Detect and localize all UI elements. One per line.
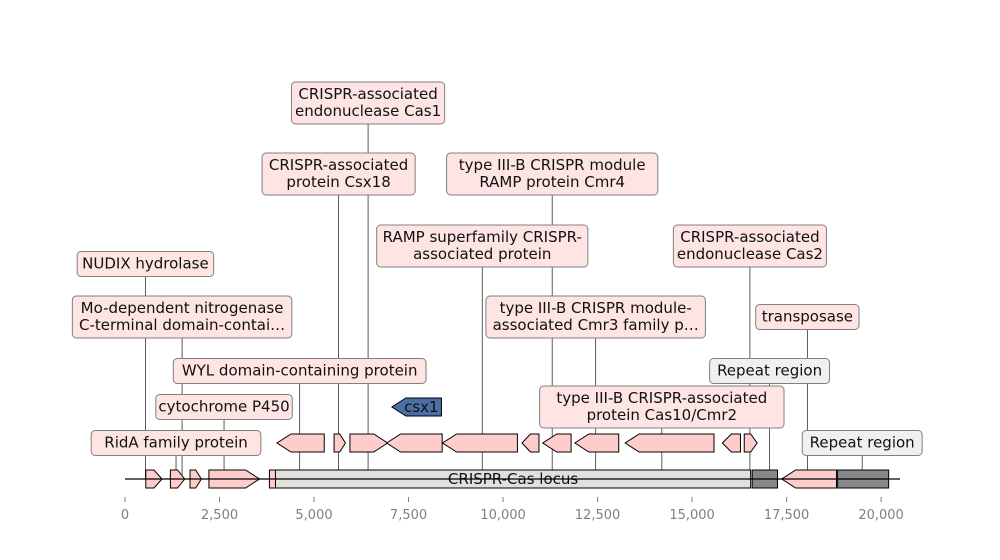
label-text: CRISPR-associated — [298, 85, 437, 103]
axis-tick-label: 20,000 — [858, 508, 904, 523]
label-text: RAMP protein Cmr4 — [479, 173, 625, 191]
label-box — [155, 394, 293, 420]
label-box — [672, 224, 827, 268]
gene-arrow — [276, 433, 325, 453]
gene-arrow — [521, 433, 540, 453]
gene-arrow — [385, 433, 443, 453]
label-text: Repeat region — [717, 362, 822, 380]
axis-tick-label: 10,000 — [480, 508, 526, 523]
label-box — [446, 152, 659, 196]
label-text: associated protein — [413, 245, 551, 263]
label-text: CRISPR-associated — [680, 228, 819, 246]
label-text: endonuclease Cas1 — [295, 102, 441, 120]
label-text: type III-B CRISPR-associated — [556, 389, 767, 407]
label-box — [172, 358, 427, 384]
repeat-region-label: Repeat region — [801, 430, 923, 456]
label-box — [71, 295, 293, 339]
feature-labels: RidA family protein cytochrome P450 WYL do… — [71, 81, 923, 456]
label-text: protein Cas10/Cmr2 — [587, 406, 738, 424]
csx1-gene-arrow — [390, 397, 442, 417]
label-box — [376, 224, 589, 268]
gene-label: RidA family protein — [90, 430, 262, 456]
label-text: RidA family protein — [104, 434, 248, 452]
label-box — [291, 81, 446, 125]
label-box — [755, 304, 860, 330]
label-box — [76, 251, 215, 277]
label-text: type III-B CRISPR module — [459, 156, 646, 174]
label-text: RAMP superfamily CRISPR- — [383, 228, 582, 246]
label-text: WYL domain-containing protein — [182, 362, 418, 380]
label-text: transposase — [762, 308, 853, 326]
label-box — [90, 430, 262, 456]
gene-label: NUDIX hydrolase — [76, 251, 215, 277]
label-text: type III-B CRISPR module- — [500, 299, 692, 317]
repeat-region-label: Repeat region — [709, 358, 831, 384]
csx1-gene-arrow-label: csx1 — [404, 398, 438, 416]
label-box — [801, 430, 923, 456]
label-text: NUDIX hydrolase — [82, 255, 209, 273]
axis-tick-label: 0 — [121, 508, 129, 523]
gene-arrow — [721, 433, 741, 453]
label-text: associated Cmr3 family p… — [493, 316, 699, 334]
label-box — [261, 152, 416, 196]
axis-tick-label: 7,500 — [390, 508, 427, 523]
gene-arrow — [743, 433, 758, 453]
gene-arrow — [624, 433, 715, 453]
label-text: endonuclease Cas2 — [677, 245, 823, 263]
gene-arrow — [333, 433, 346, 453]
gene-label: transposase — [755, 304, 860, 330]
gene-label: RAMP superfamily CRISPR-associated prote… — [376, 224, 589, 268]
label-text: protein Csx18 — [286, 173, 390, 191]
gene-arrow — [349, 433, 389, 453]
axis-tick-label: 17,500 — [764, 508, 810, 523]
label-box — [485, 295, 706, 339]
gene-arrow — [573, 433, 620, 453]
gene-label: type III-B CRISPR module-associated Cmr3… — [485, 295, 706, 339]
label-text: Repeat region — [810, 434, 915, 452]
label-text: CRISPR-associated — [269, 156, 408, 174]
gene-arrow — [541, 433, 572, 453]
axis-tick-label: 12,500 — [575, 508, 621, 523]
label-text: cytochrome P450 — [158, 398, 289, 416]
label-text: C-terminal domain-contai… — [79, 316, 285, 334]
position-axis: 0 2,500 5,000 7,500 10,000 12,500 15,000 17,500… — [121, 478, 904, 523]
gene-label: cytochrome P450 — [155, 394, 293, 420]
axis-tick-label: 5,000 — [295, 508, 332, 523]
axis-tick-label: 15,000 — [669, 508, 715, 523]
gene-arrow — [441, 433, 518, 453]
label-box — [709, 358, 831, 384]
axis-tick-label: 2,500 — [201, 508, 238, 523]
label-text: Mo-dependent nitrogenase — [81, 299, 284, 317]
gene-label: WYL domain-containing protein — [172, 358, 427, 384]
label-box — [539, 385, 785, 429]
